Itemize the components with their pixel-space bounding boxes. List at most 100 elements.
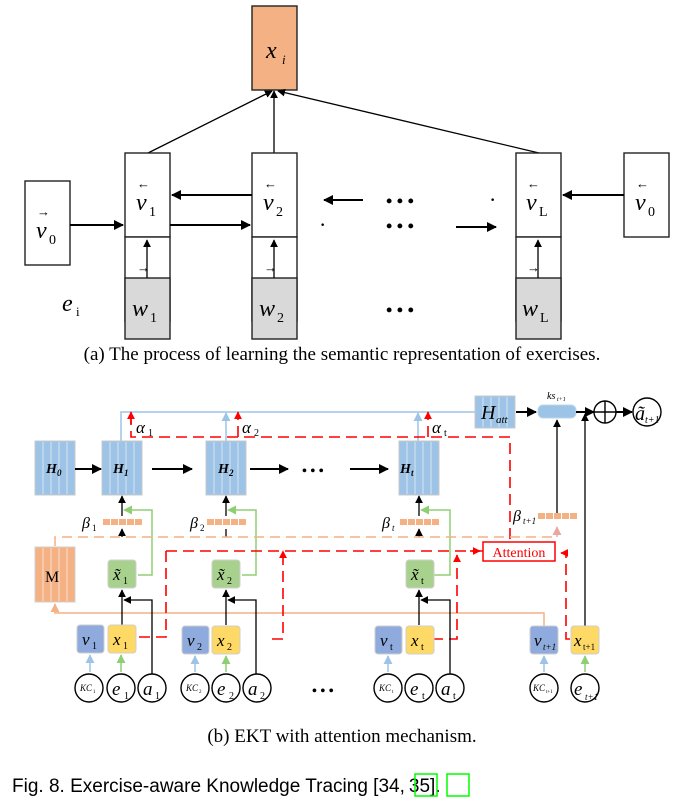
x-tilde-2: x̃ 2 [211,559,241,589]
svg-text:att: att [496,414,509,426]
svg-text:2: 2 [197,642,202,653]
svg-text:β: β [189,515,198,532]
svg-text:2: 2 [254,428,259,439]
svg-text:v: v [526,190,537,216]
svg-text:1: 1 [149,205,156,220]
svg-text:2: 2 [277,311,284,326]
svg-text:1: 1 [155,691,160,702]
dot-forward: · [320,217,325,234]
beta-2-bar [207,519,246,525]
x-node-2: x 2 [211,625,241,655]
panel-a-caption: (a) The process of learning the semantic… [84,344,601,365]
citation-box-35[interactable] [446,773,470,797]
svg-text:t: t [392,690,394,695]
attention-hidden-Hatt-box [474,395,516,429]
hidden-state-Ht: H t [399,462,414,478]
a-node-2: a 2 [242,673,272,703]
svg-text:a: a [143,679,153,700]
backward-node-2: v ← 2 [263,176,283,220]
svg-text:1: 1 [92,523,97,533]
svg-text:t+1: t+1 [583,642,595,652]
attention-x1-path [138,551,167,638]
forward-init-box [24,180,71,266]
svg-text:e: e [574,679,582,700]
v-node-t1: v t+1 [529,625,559,655]
svg-text:t: t [392,523,395,533]
svg-text:2: 2 [199,690,202,695]
svg-text:H: H [112,462,125,477]
citation-link-34[interactable]: 34 [378,776,400,797]
alpha-t-label: α t [432,418,447,439]
svg-text:H: H [399,462,412,477]
exercise-label-ei: e i [62,291,80,319]
memory-M-box [34,546,76,603]
svg-text:t+1: t+1 [585,692,598,702]
backward-node-L: v ← L [526,176,548,220]
a-node-1: a 1 [137,673,167,703]
svg-text:1: 1 [92,641,97,652]
v-node-t: v t [374,625,403,655]
svg-text:β: β [512,508,521,525]
svg-text:KC: KC [532,683,546,693]
right-arrow-accent-icon: → [264,260,277,275]
svg-text:H: H [480,402,497,424]
caption-text: Fig. 8. Exercise-aware Knowledge Tracing… [12,776,379,797]
hidden-state-H2: H 2 [217,462,234,478]
svg-text:2: 2 [276,205,283,220]
svg-text:L: L [540,311,549,326]
svg-text:2: 2 [200,523,205,533]
svg-text:KC: KC [185,683,199,693]
svg-text:t: t [453,691,456,702]
beta-2-label: β 2 [189,515,205,533]
panel-b-caption: (b) EKT with attention mechanism. [207,726,476,747]
word-node-L-box [515,277,562,340]
svg-text:t+1: t+1 [557,397,566,403]
x-tilde-1: x̃ 1 [107,559,137,589]
svg-text:t: t [421,576,424,587]
edge-hidden-to-hatt [120,407,511,441]
hidden-state-H0: H 0 [45,462,62,478]
svg-text:v: v [82,630,90,649]
dot-backward: · [490,192,495,209]
svg-text:i: i [282,52,286,67]
beta-t-label: β t [381,515,395,533]
hidden-state-Ht-box [398,440,440,496]
citation-box-34[interactable] [414,773,438,797]
edge-a1-xtilde1 [123,596,153,678]
right-arrow-accent-icon: → [527,260,540,275]
svg-text:v: v [136,190,147,216]
svg-text:x: x [112,630,121,649]
svg-text:2: 2 [260,691,265,702]
memory-write-path [50,603,545,626]
beta-1-bar [103,519,142,525]
left-arrow-accent-icon: ← [527,176,540,191]
ellipsis-words: • • • [386,300,414,320]
beta-t1-bar [538,513,577,519]
word-node-1-box [124,277,171,340]
svg-text:v: v [635,190,646,216]
svg-text:α: α [242,418,252,437]
panel-a: x i v ← 1 v ← 2 [24,5,670,365]
ellipsis-inputs: • • • [312,684,334,699]
svg-text:2: 2 [227,576,232,587]
edge-vL-to-xi [277,88,540,154]
output-node-xi: x i [251,5,298,91]
svg-text:1: 1 [148,428,153,439]
e-node-t1: e t+1 [570,673,600,703]
hidden-state-H1: H 1 [112,462,129,478]
e-node-1: e 1 [106,673,136,703]
svg-text:x̃: x̃ [112,565,121,584]
attention-box: Attention [482,541,556,562]
svg-text:w: w [522,296,538,322]
beta-t1-label: β t+1 [512,508,536,526]
svg-text:w: w [132,296,148,322]
svg-text:H: H [217,462,230,477]
svg-text:0: 0 [57,468,62,478]
svg-text:β: β [81,515,90,532]
backward-init-box [623,152,670,238]
citation-link-35[interactable]: 35 [409,776,430,797]
backward-init-node: v ← 0 [635,176,655,220]
memory-M-label: M [45,569,59,586]
svg-text:β: β [381,515,390,532]
